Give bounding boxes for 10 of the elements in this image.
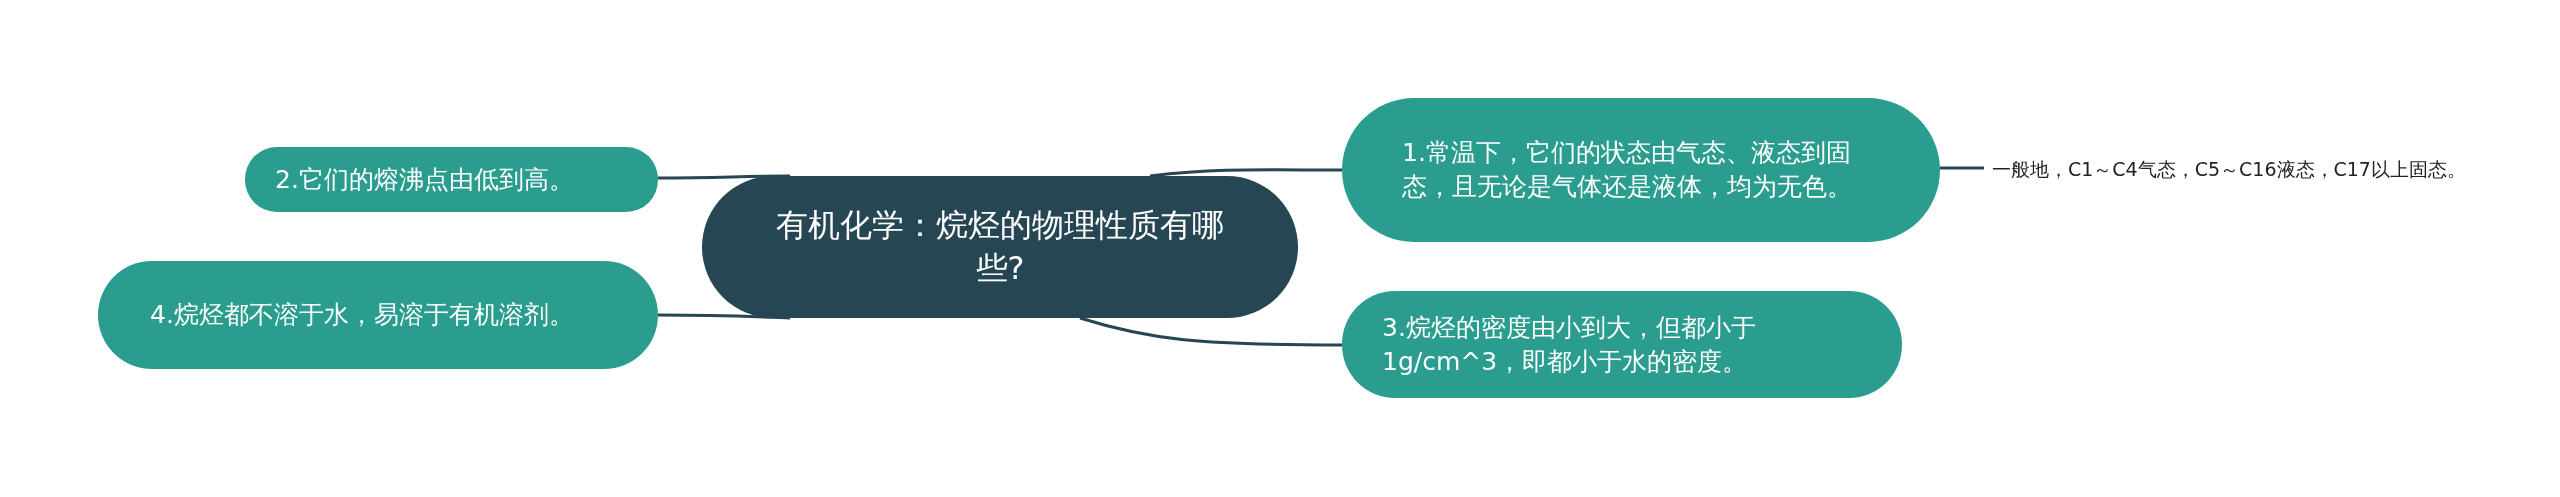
topic-box: 1.常温下，它们的状态由气态、液态到固态，且无论是气体还是液体，均为无色。 xyxy=(1342,98,1940,242)
connector-line xyxy=(1940,166,1984,170)
topic-box: 2.它们的熔沸点由低到高。 xyxy=(245,147,658,212)
topic-box: 有机化学：烷烃的物理性质有哪些? xyxy=(702,176,1298,318)
connector-line xyxy=(1079,316,1342,347)
note-text: 一般地，C1～C4气态，C5～C16液态，C17以上固态。 xyxy=(1992,157,2466,183)
connector-line xyxy=(658,174,790,180)
topic-box: 3.烷烃的密度由小到大，但都小于1g/cm^3，即都小于水的密度。 xyxy=(1342,291,1902,398)
topic-box: 4.烷烃都不溶于水，易溶于有机溶剂。 xyxy=(98,261,658,369)
connector-line xyxy=(1149,168,1342,178)
